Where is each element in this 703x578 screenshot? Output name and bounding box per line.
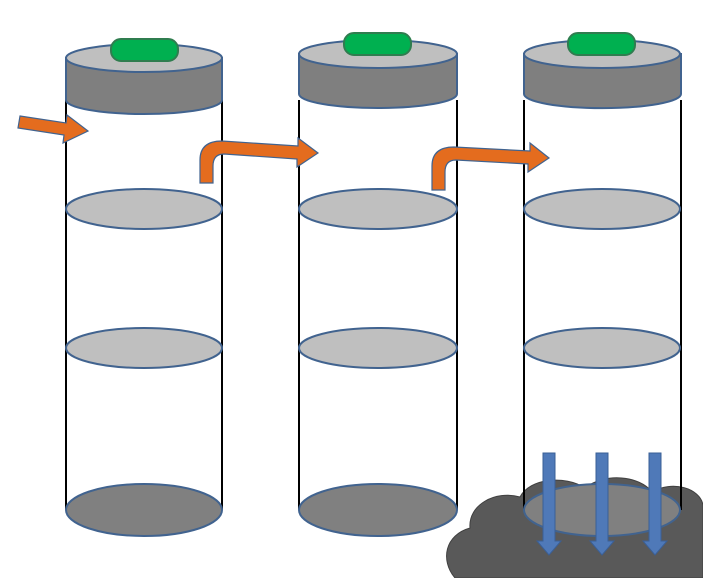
column-cap [298, 53, 458, 109]
drain-arrow-right [641, 452, 669, 556]
inlet-arrow [17, 113, 90, 145]
column-base [65, 483, 223, 537]
column-stopper [567, 32, 636, 56]
transfer-arrow-1-to-2 [199, 136, 320, 184]
shelf-1 [65, 188, 223, 230]
shelf-2 [298, 327, 458, 369]
column-cap [523, 53, 682, 110]
column-stopper [343, 32, 412, 56]
drain-arrow-left [535, 452, 563, 556]
transfer-arrow-2-to-3 [431, 141, 551, 191]
shelf-2 [523, 327, 681, 369]
column-stopper [110, 38, 179, 62]
column-1 [65, 38, 223, 537]
shelf-1 [298, 188, 458, 230]
shelf-1 [523, 188, 681, 230]
drain-arrow-middle [588, 452, 616, 556]
shelf-2 [65, 327, 223, 369]
column-2 [298, 32, 458, 537]
column-base [298, 483, 458, 537]
column-cap [65, 57, 223, 115]
